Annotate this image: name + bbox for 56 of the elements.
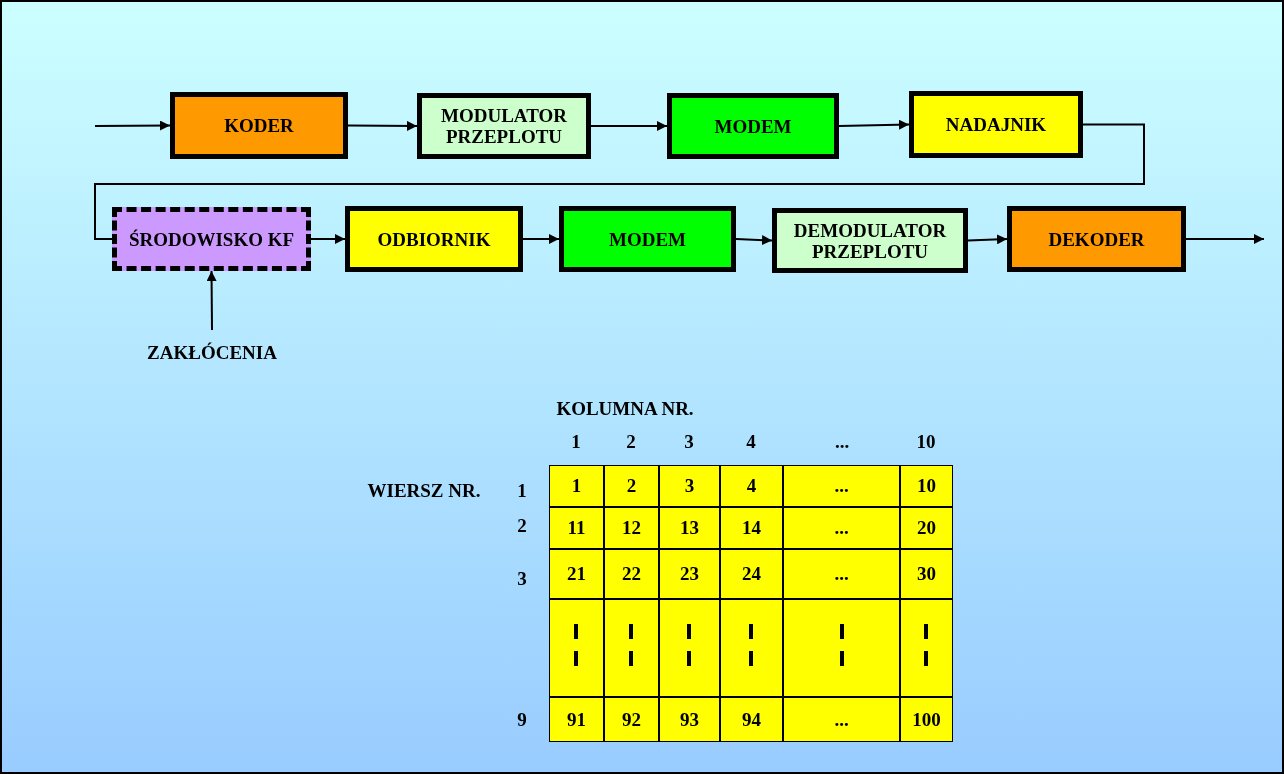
- table-cell: 94: [720, 697, 783, 742]
- column-number: 4: [746, 431, 756, 453]
- process-box: MODEM: [667, 93, 839, 159]
- table-cell: ...: [783, 465, 900, 507]
- table-cell: 20: [900, 507, 953, 549]
- row-number: 3: [517, 568, 527, 590]
- table-cell: ...: [783, 549, 900, 599]
- arrow: [94, 120, 171, 131]
- column-number: 10: [916, 431, 936, 453]
- table-cell: 91: [549, 697, 604, 742]
- table-cell: ...: [783, 697, 900, 742]
- process-box: ŚRODOWISKO KF: [112, 207, 311, 271]
- row-number: 9: [517, 709, 527, 731]
- column-heading: KOLUMNA NR.: [556, 398, 694, 420]
- arrow: [1185, 234, 1265, 244]
- arrow: [967, 234, 1008, 245]
- row-heading: WIERSZ NR.: [367, 480, 481, 502]
- table-cell: 12: [604, 507, 659, 549]
- process-box: MODULATOR PRZEPLOTU: [417, 93, 591, 159]
- table-cell: 2: [604, 465, 659, 507]
- table-cell: 10: [900, 465, 953, 507]
- row-number: 1: [517, 480, 527, 502]
- process-box: DEMODULATOR PRZEPLOTU: [772, 208, 968, 273]
- arrow: [206, 270, 217, 331]
- arrow: [522, 234, 560, 244]
- column-number: 3: [684, 431, 694, 453]
- table-cell: 93: [659, 697, 720, 742]
- arrow: [347, 120, 418, 131]
- column-number: 2: [626, 431, 636, 453]
- column-number: ...: [834, 431, 850, 453]
- process-box: NADAJNIK: [909, 91, 1083, 158]
- table-cell: 30: [900, 549, 953, 599]
- process-box: ODBIORNIK: [345, 206, 523, 272]
- table-cell: 22: [604, 549, 659, 599]
- process-box: KODER: [170, 92, 348, 159]
- node-label: ZAKŁÓCENIA: [132, 330, 292, 374]
- arrow: [838, 119, 910, 130]
- column-number: 1: [571, 431, 581, 453]
- table-cell: 11: [549, 507, 604, 549]
- arrow: [590, 121, 668, 131]
- process-box: DEKODER: [1007, 206, 1186, 272]
- table-cell: 14: [720, 507, 783, 549]
- row-number: 2: [517, 515, 527, 537]
- table-cell: 4: [720, 465, 783, 507]
- table-cell: 100: [900, 697, 953, 742]
- table-cell: 23: [659, 549, 720, 599]
- table-cell: 24: [720, 549, 783, 599]
- process-box: MODEM: [559, 206, 736, 272]
- arrow: [735, 235, 773, 246]
- table-cell: 1: [549, 465, 604, 507]
- table-cell: 92: [604, 697, 659, 742]
- table-cell: 3: [659, 465, 720, 507]
- table-cell: 21: [549, 549, 604, 599]
- arrow: [310, 234, 346, 244]
- table-cell: ...: [783, 507, 900, 549]
- table-cell: 13: [659, 507, 720, 549]
